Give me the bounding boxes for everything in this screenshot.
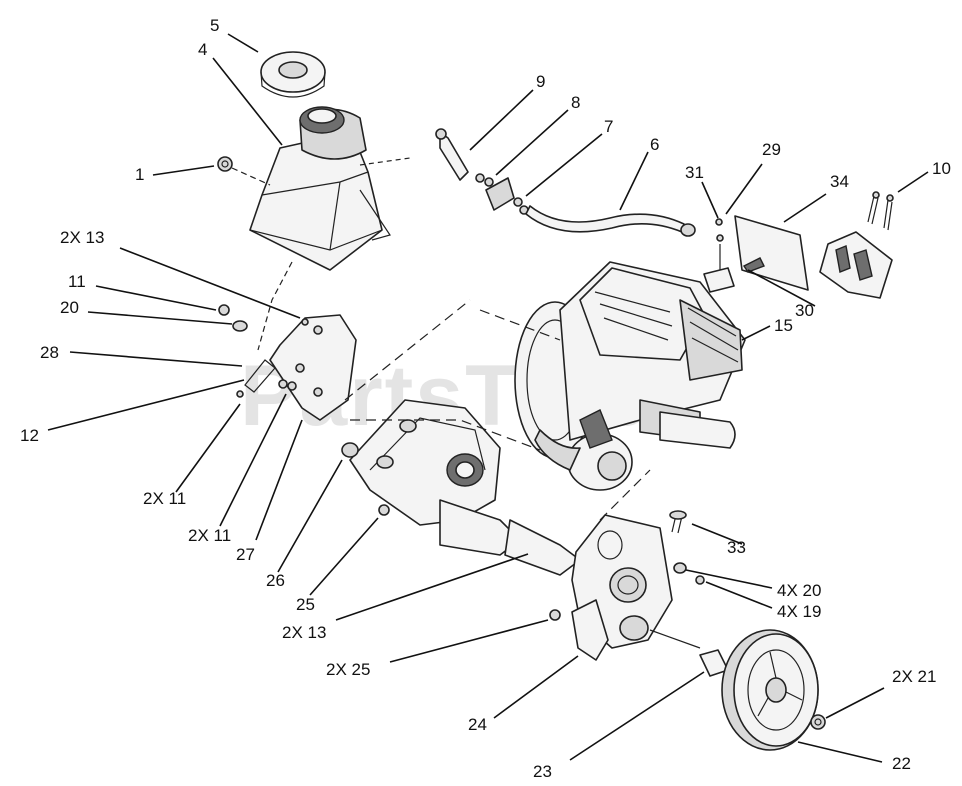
callout-2x11-right: 2X 11 [188, 526, 231, 545]
callout-2x11-left: 2X 11 [143, 489, 186, 508]
leader-lines [47, 33, 929, 763]
callout-7: 7 [604, 117, 613, 136]
callout-24: 24 [468, 715, 487, 734]
callout-4: 4 [198, 40, 207, 59]
frame-housing-part [341, 399, 581, 576]
screws-part [867, 191, 894, 231]
nut-part [217, 156, 271, 186]
callout-4x19: 4X 19 [777, 602, 821, 621]
fuel-hose-part [525, 205, 696, 237]
gas-cap-ring-part [260, 51, 326, 98]
mounting-plate-part [218, 304, 357, 421]
wheel-part [721, 629, 819, 751]
callout-2x21: 2X 21 [892, 667, 936, 686]
callout-6: 6 [650, 135, 659, 154]
callout-20: 20 [60, 298, 79, 317]
callout-30: 30 [795, 301, 814, 320]
assembly-lines [257, 157, 651, 521]
callout-2x13-top: 2X 13 [60, 228, 104, 247]
callout-25: 25 [296, 595, 315, 614]
callout-2x25: 2X 25 [326, 660, 370, 679]
callout-5: 5 [210, 16, 219, 35]
primer-bulb-parts [703, 218, 735, 293]
callout-9: 9 [536, 72, 545, 91]
callout-labels: 5 4 9 8 7 6 1 31 29 34 10 2X 13 11 20 28… [20, 16, 951, 781]
callout-31: 31 [685, 163, 704, 182]
callout-10: 10 [932, 159, 951, 178]
callout-27: 27 [236, 545, 255, 564]
axle-spacer-part [649, 629, 729, 677]
callout-12: 12 [20, 426, 39, 445]
callout-22: 22 [892, 754, 911, 773]
engine-part [514, 261, 746, 491]
callout-1: 1 [135, 165, 144, 184]
callout-15: 15 [774, 316, 793, 335]
callout-33: 33 [727, 538, 746, 557]
fuel-filter-assembly-part [435, 128, 529, 215]
callout-28: 28 [40, 343, 59, 362]
callout-4x20: 4X 20 [777, 581, 821, 600]
fuel-tank-part [249, 106, 391, 271]
callout-23: 23 [533, 762, 552, 781]
bracket-part [819, 231, 893, 299]
hardware-part [669, 510, 705, 585]
callout-2x13-bottom: 2X 13 [282, 623, 326, 642]
callout-29: 29 [762, 140, 781, 159]
callout-34: 34 [830, 172, 849, 191]
callout-11: 11 [68, 272, 86, 291]
side-plate-part [549, 514, 673, 661]
cover-plate-part [734, 215, 809, 291]
callout-26: 26 [266, 571, 285, 590]
wheel-nut-part [810, 714, 826, 730]
callout-8: 8 [571, 93, 580, 112]
